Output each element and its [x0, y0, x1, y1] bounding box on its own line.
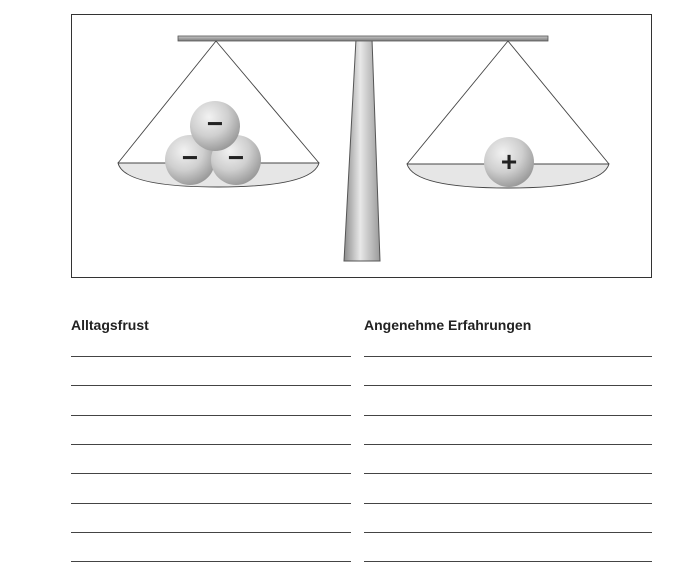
scale-beam — [177, 35, 549, 42]
column-heading: Alltagsfrust — [71, 317, 149, 333]
writing-line[interactable] — [71, 414, 351, 416]
svg-text:−: − — [182, 142, 198, 173]
svg-text:−: − — [207, 108, 223, 139]
writing-line[interactable] — [71, 385, 351, 387]
writing-line[interactable] — [71, 531, 351, 533]
right-pan-strings — [406, 40, 610, 165]
writing-line[interactable] — [364, 443, 652, 445]
writing-line[interactable] — [71, 502, 351, 504]
scale-post — [343, 38, 381, 262]
writing-line[interactable] — [71, 561, 351, 563]
writing-line[interactable] — [364, 385, 652, 387]
column-alltagsfrust: Alltagsfrust — [71, 316, 351, 563]
balance-scale-graphic: − − − + — [117, 35, 610, 262]
negative-ball: − — [190, 101, 240, 151]
column-angenehme-erfahrungen: Angenehme Erfahrungen — [364, 316, 652, 563]
writing-line[interactable] — [364, 473, 652, 475]
balance-scale-illustration: − − − + — [71, 14, 652, 278]
svg-text:−: − — [228, 142, 244, 173]
left-pan-strings — [117, 40, 320, 164]
column-heading: Angenehme Erfahrungen — [364, 317, 532, 333]
writing-line[interactable] — [71, 473, 351, 475]
writing-line[interactable] — [71, 356, 351, 357]
writing-line[interactable] — [364, 561, 652, 563]
positive-ball: + — [484, 137, 534, 187]
writing-line[interactable] — [364, 356, 652, 357]
writing-line[interactable] — [364, 531, 652, 533]
svg-text:+: + — [501, 146, 517, 177]
writing-line[interactable] — [364, 414, 652, 416]
writing-line[interactable] — [364, 502, 652, 504]
writing-line[interactable] — [71, 443, 351, 445]
